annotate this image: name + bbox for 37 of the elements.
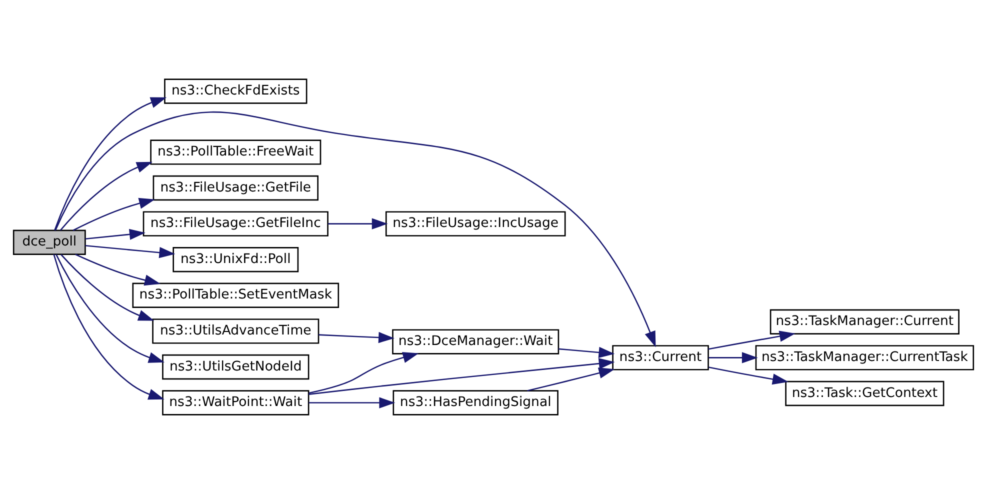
arrow [56, 254, 165, 362]
arrow [308, 352, 419, 394]
node-box: ns3::UtilsAdvanceTime [152, 318, 320, 344]
arrow [54, 96, 167, 230]
arrow [85, 244, 176, 258]
arrow [708, 352, 758, 363]
arrow [558, 346, 615, 358]
arrow [308, 358, 615, 394]
arrow [85, 228, 146, 240]
arrow [75, 253, 161, 286]
arrow [708, 330, 796, 350]
node-box: ns3::UtilsGetNodeId [162, 354, 310, 380]
arrow [527, 367, 615, 391]
node-box: dce_poll [12, 229, 86, 254]
node-box: ns3::WaitPoint::Wait [162, 390, 310, 415]
arrow [72, 197, 156, 230]
arrow [328, 218, 388, 229]
node-box: ns3::TaskManager::Current [770, 308, 960, 334]
arrow [708, 366, 788, 384]
arrow [318, 331, 394, 343]
node-box: ns3::Current [612, 344, 709, 370]
arrow [308, 396, 396, 408]
node-box: ns3::TaskManager::CurrentTask [755, 344, 974, 370]
arrow [60, 254, 154, 320]
node-box: ns3::Task::GetContext [785, 380, 944, 406]
arrow [53, 254, 164, 400]
arrow [60, 161, 153, 230]
node-box: ns3::PollTable::SetEventMask [132, 282, 340, 308]
node-box: ns3::FileUsage::GetFile [152, 174, 319, 200]
node-box: ns3::CheckFdExists [164, 78, 308, 104]
arrow [54, 111, 656, 347]
node-box: ns3::FileUsage::GetFileInc [142, 210, 328, 236]
node-box: ns3::HasPendingSignal [392, 390, 558, 415]
node-box: ns3::PollTable::FreeWait [150, 139, 322, 164]
node-box: ns3::FileUsage::IncUsage [385, 210, 566, 236]
node-box: ns3::UnixFd::Poll [172, 246, 299, 272]
node-box: ns3::DceManager::Wait [392, 328, 560, 354]
